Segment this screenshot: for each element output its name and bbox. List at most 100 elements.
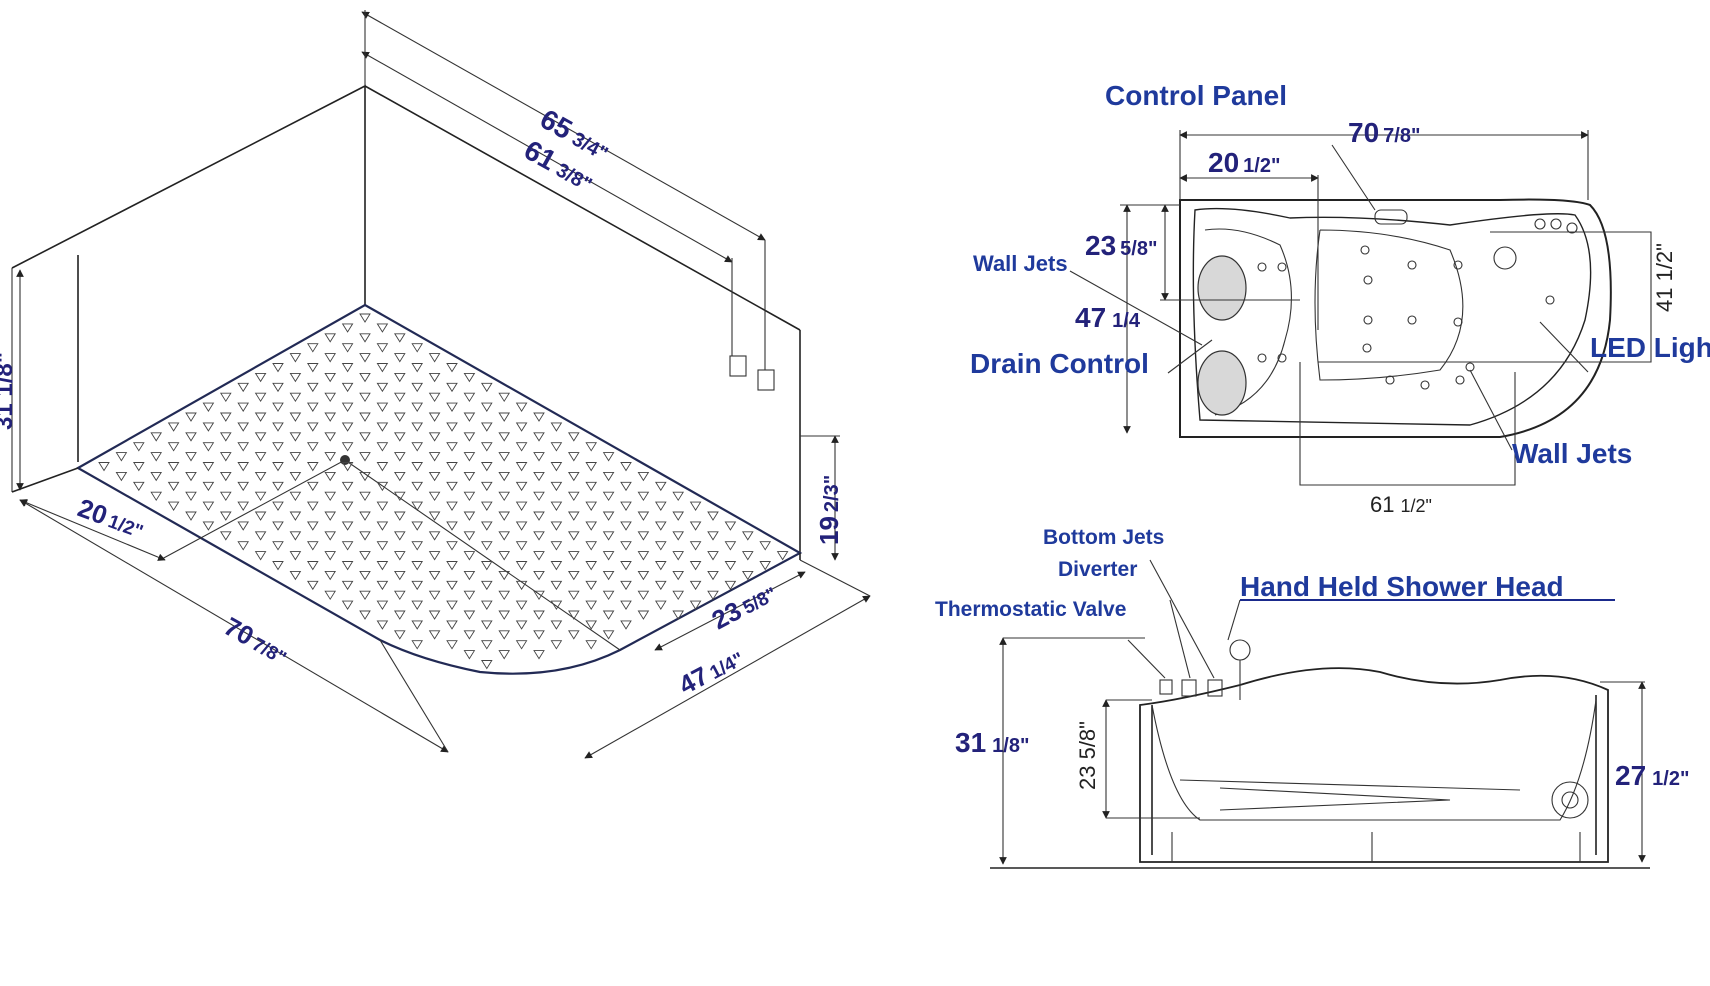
floor-triangle bbox=[724, 541, 737, 551]
floor-triangle bbox=[672, 570, 685, 581]
floor-triangle bbox=[498, 551, 511, 561]
floor-triangle bbox=[637, 551, 650, 561]
floor-triangle bbox=[254, 432, 267, 442]
floor-triangle bbox=[550, 640, 563, 650]
floor-triangle bbox=[411, 620, 424, 630]
floor-triangle bbox=[654, 561, 667, 571]
floor-triangle bbox=[289, 432, 302, 442]
dim-top-right-side: 41 1/2" bbox=[1652, 243, 1677, 312]
tub-outline-side bbox=[1139, 667, 1609, 863]
floor-triangle bbox=[498, 452, 511, 462]
floor-triangle bbox=[219, 412, 232, 422]
floor-triangle bbox=[393, 392, 406, 403]
floor-triangle bbox=[167, 462, 180, 472]
floor-triangle bbox=[515, 580, 528, 591]
floor-triangle bbox=[254, 531, 267, 541]
floor-triangle bbox=[376, 620, 389, 630]
floor-triangle bbox=[254, 392, 267, 403]
dim-height-iso: 31 1/8" bbox=[0, 352, 18, 430]
floor-triangle bbox=[515, 462, 528, 472]
floor-triangle bbox=[498, 630, 511, 640]
floor-triangle bbox=[480, 660, 493, 670]
floor-triangle bbox=[185, 432, 197, 442]
floor-triangle bbox=[324, 551, 337, 561]
floor-triangle bbox=[446, 561, 458, 571]
floor-triangle bbox=[428, 551, 441, 561]
floor-triangle bbox=[341, 442, 354, 452]
dim-front-short: 201/2" bbox=[74, 492, 148, 544]
floor-triangle bbox=[602, 551, 615, 561]
floor-triangle bbox=[341, 580, 354, 591]
floor-triangle bbox=[498, 491, 511, 502]
floor-triangle bbox=[602, 570, 615, 581]
floor-triangle bbox=[359, 551, 371, 561]
floor-triangle bbox=[324, 452, 337, 462]
floor-triangle bbox=[585, 541, 598, 551]
floor-triangle bbox=[602, 452, 615, 462]
floor-triangle bbox=[341, 521, 354, 531]
floor-triangle bbox=[515, 561, 528, 571]
floor-triangle bbox=[428, 630, 441, 640]
floor-triangle bbox=[376, 382, 389, 393]
floor-triangle bbox=[411, 402, 424, 412]
floor-triangle bbox=[237, 462, 250, 472]
floor-triangle bbox=[463, 432, 476, 442]
floor-triangle bbox=[550, 462, 563, 472]
floor-triangle bbox=[237, 422, 250, 432]
floor-triangle bbox=[289, 491, 302, 502]
floor-triangle bbox=[620, 462, 632, 472]
floor-triangle bbox=[463, 630, 476, 640]
floor-triangle bbox=[272, 363, 284, 373]
floor-triangle bbox=[446, 363, 458, 373]
floor-triangle bbox=[620, 561, 632, 571]
floor-triangle bbox=[446, 580, 458, 591]
jet-icon bbox=[1407, 260, 1417, 270]
floor-triangle bbox=[306, 541, 319, 551]
floor-triangle bbox=[637, 511, 650, 521]
floor-triangle bbox=[602, 630, 615, 640]
floor-triangle bbox=[463, 551, 476, 561]
jet-icon bbox=[1277, 353, 1287, 363]
label-control-panel: Control Panel bbox=[1105, 80, 1287, 111]
floor-triangle bbox=[480, 521, 493, 531]
iso-walls bbox=[11, 84, 801, 553]
floor-triangle bbox=[237, 481, 250, 492]
floor-triangle bbox=[272, 382, 284, 393]
jet-icon bbox=[1453, 260, 1463, 270]
floor-triangle bbox=[620, 521, 632, 531]
floor-triangle bbox=[550, 600, 563, 610]
floor-triangle bbox=[376, 363, 389, 373]
floor-triangle bbox=[393, 353, 406, 363]
floor-triangle bbox=[185, 412, 197, 422]
floor-triangle bbox=[446, 521, 458, 531]
floor-triangle bbox=[498, 650, 511, 660]
floor-triangle bbox=[254, 452, 267, 462]
floor-triangle bbox=[341, 343, 354, 353]
floor-triangle bbox=[359, 372, 371, 383]
floor-triangle bbox=[654, 580, 667, 591]
floor-triangle bbox=[567, 511, 580, 521]
floor-triangle bbox=[533, 471, 545, 482]
floor-triangle bbox=[289, 551, 302, 561]
floor-triangle bbox=[428, 471, 441, 482]
floor-triangle bbox=[533, 610, 545, 620]
floor-triangle bbox=[324, 392, 337, 403]
dim-side-height: 192/3" bbox=[814, 475, 844, 545]
floor-triangle bbox=[411, 422, 424, 432]
floor-triangle bbox=[585, 580, 598, 591]
floor-triangle bbox=[254, 471, 267, 482]
floor-triangle bbox=[759, 541, 772, 551]
floor-triangle bbox=[202, 501, 215, 511]
floor-triangle bbox=[341, 501, 354, 511]
floor-triangle bbox=[428, 432, 441, 442]
floor-triangle bbox=[324, 471, 337, 482]
floor-triangle bbox=[550, 580, 563, 591]
label-wall-jets-right: Wall Jets bbox=[1512, 438, 1632, 469]
floor-triangle bbox=[393, 610, 406, 620]
floor-triangle bbox=[306, 343, 319, 353]
floor-triangle bbox=[533, 412, 545, 422]
floor-triangle bbox=[272, 561, 284, 571]
floor-triangle bbox=[515, 640, 528, 650]
floor-triangle bbox=[689, 521, 702, 531]
